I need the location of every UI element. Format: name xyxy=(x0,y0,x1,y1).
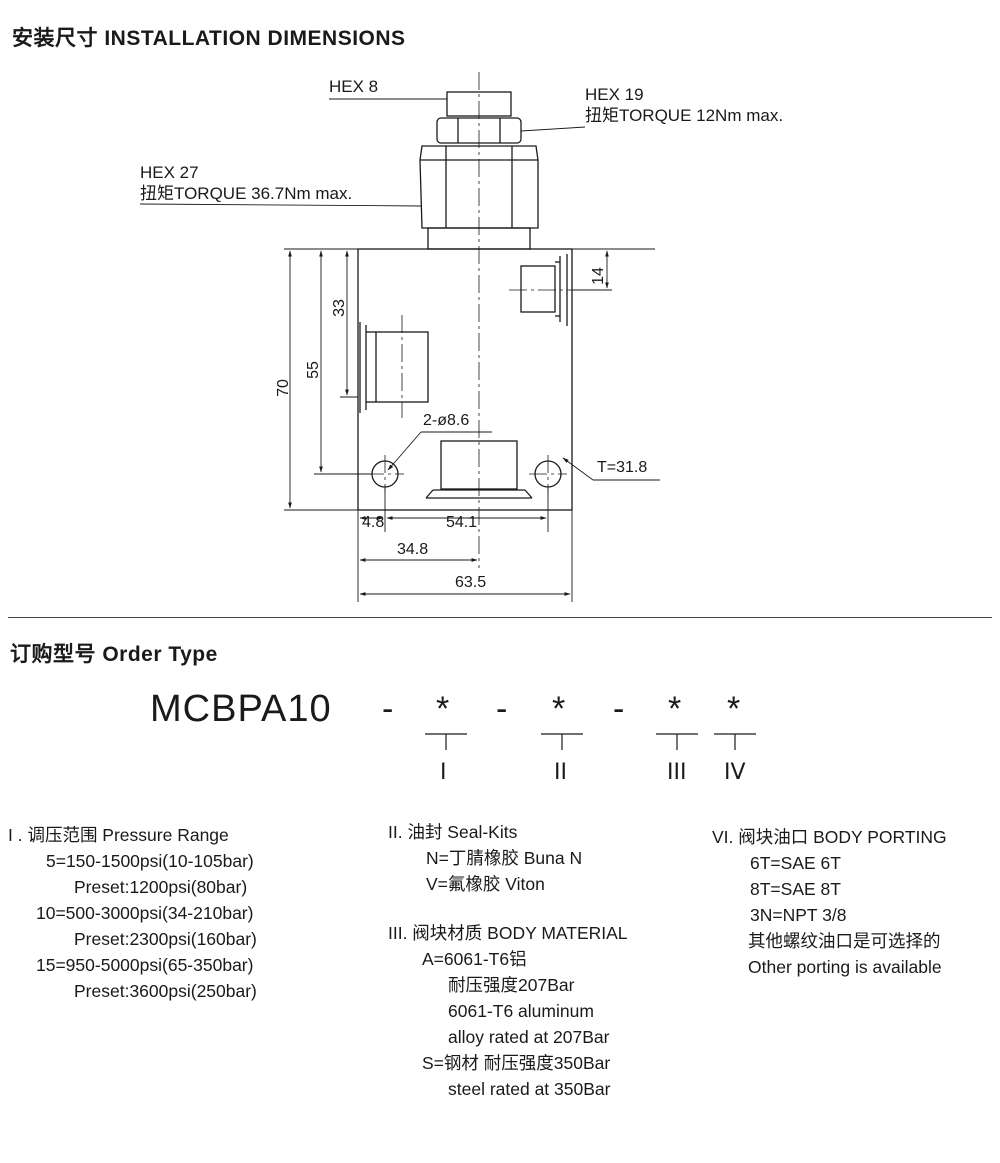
order-title: 订购型号 Order Type xyxy=(10,643,218,666)
placeholder-4: * xyxy=(727,690,741,728)
spec-pressure: I . 调压范围 Pressure Range 5=150-1500psi(10… xyxy=(8,822,257,1004)
valve-body xyxy=(357,248,573,511)
spec-material-line: A=6061-T6铝 xyxy=(422,949,527,969)
spec-material-line: 耐压强度207Bar xyxy=(448,975,575,995)
dim-4-8: 4.8 xyxy=(362,514,385,531)
dash-3: - xyxy=(613,690,625,728)
spec-seal-header: II. 油封 Seal-Kits xyxy=(388,822,518,842)
spec-material: III. 阀块材质 BODY MATERIAL A=6061-T6铝 耐压强度2… xyxy=(388,920,628,1102)
spec-pressure-line: Preset:3600psi(250bar) xyxy=(74,981,257,1001)
position-label-1: I xyxy=(440,760,447,785)
spec-porting-line: 6T=SAE 6T xyxy=(750,853,841,873)
spec-pressure-line: Preset:1200psi(80bar) xyxy=(74,877,248,897)
spec-material-line: steel rated at 350Bar xyxy=(448,1079,611,1099)
dash-1: - xyxy=(382,690,394,728)
dim-34-8: 34.8 xyxy=(397,541,429,558)
dash-2: - xyxy=(496,690,508,728)
dim-14: 14 xyxy=(590,267,607,285)
dim-thickness: T=31.8 xyxy=(597,459,648,476)
position-label-3: III xyxy=(667,760,687,785)
spec-porting-line: Other porting is available xyxy=(748,957,942,977)
position-label-2: II xyxy=(554,760,567,785)
placeholder-3: * xyxy=(668,690,682,728)
model-code: MCBPA10 xyxy=(150,688,332,730)
spec-porting-line: 3N=NPT 3/8 xyxy=(750,905,847,925)
hex27-torque-label: 扭矩TORQUE 36.7Nm max. xyxy=(140,184,353,203)
dim-holes: 2-ø8.6 xyxy=(423,412,470,429)
dim-33: 33 xyxy=(331,299,348,317)
spec-pressure-line: Preset:2300psi(160bar) xyxy=(74,929,257,949)
placeholder-1: * xyxy=(436,690,450,728)
hex8-label: HEX 8 xyxy=(329,77,379,96)
spec-porting-line: 其他螺纹油口是可选择的 xyxy=(748,931,941,951)
spec-seal-line: V=氟橡胶 Viton xyxy=(426,874,545,894)
spec-pressure-line: 15=950-5000psi(65-350bar) xyxy=(36,955,254,975)
dim-55: 55 xyxy=(305,361,322,379)
spec-porting: VI. 阀块油口 BODY PORTING 6T=SAE 6T 8T=SAE 8… xyxy=(712,824,947,980)
hex27-label: HEX 27 xyxy=(140,163,199,182)
spec-seal: II. 油封 Seal-Kits N=丁腈橡胶 Buna N V=氟橡胶 Vit… xyxy=(388,819,582,897)
position-brackets xyxy=(425,733,756,750)
spec-porting-line: 8T=SAE 8T xyxy=(750,879,841,899)
spec-pressure-header: I . 调压范围 Pressure Range xyxy=(8,825,229,845)
spec-seal-line: N=丁腈橡胶 Buna N xyxy=(426,848,583,868)
spec-material-line: S=钢材 耐压强度350Bar xyxy=(422,1053,611,1073)
installation-title: 安装尺寸 INSTALLATION DIMENSIONS xyxy=(12,27,406,50)
spec-pressure-line: 10=500-3000psi(34-210bar) xyxy=(36,903,254,923)
hex27-body xyxy=(419,145,539,229)
spec-porting-header: VI. 阀块油口 BODY PORTING xyxy=(712,827,947,847)
spec-material-line: 6061-T6 aluminum xyxy=(448,1001,594,1021)
placeholder-2: * xyxy=(552,690,566,728)
spec-pressure-line: 5=150-1500psi(10-105bar) xyxy=(46,851,254,871)
hex19-torque-label: 扭矩TORQUE 12Nm max. xyxy=(585,106,784,125)
dim-54-1: 54.1 xyxy=(446,514,478,531)
spec-material-line: alloy rated at 207Bar xyxy=(448,1027,610,1047)
spec-material-header: III. 阀块材质 BODY MATERIAL xyxy=(388,923,628,943)
port-right xyxy=(520,265,556,313)
dim-63-5: 63.5 xyxy=(455,574,487,591)
position-label-4: IV xyxy=(724,760,746,785)
dim-70: 70 xyxy=(275,379,292,397)
hex19-label: HEX 19 xyxy=(585,85,644,104)
section-divider xyxy=(8,617,992,618)
installation-drawing: 70 55 33 14 xyxy=(139,72,660,602)
